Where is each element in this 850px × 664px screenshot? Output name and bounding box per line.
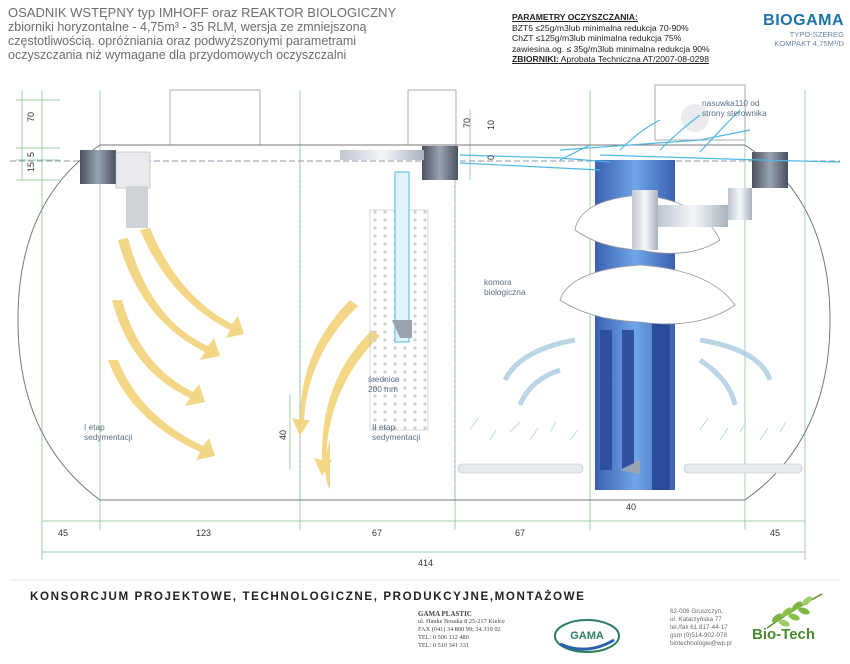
biotech-addr-1: 62-006 Gruszczyn, bbox=[670, 608, 723, 615]
label-komora-b: biologiczna bbox=[484, 287, 526, 297]
params-heading: PARAMETRY OCZYSZCZANIA: bbox=[512, 12, 638, 22]
biotech-logo-text: Bio-Tech bbox=[752, 626, 816, 643]
dim-h40: 40 bbox=[626, 502, 636, 512]
dim-v40: 40 bbox=[278, 430, 288, 440]
aeration-arrows bbox=[502, 337, 773, 407]
brand-sub-1: TYPO-SZEREG bbox=[789, 30, 844, 39]
transfer-connector bbox=[422, 146, 458, 180]
reactor-riser bbox=[632, 190, 658, 250]
dim-h67a: 67 bbox=[372, 528, 382, 538]
dim-h45b: 45 bbox=[770, 528, 780, 538]
dim-v70b: 70 bbox=[462, 118, 472, 128]
label-etap2-b: sedymentacji bbox=[372, 432, 421, 442]
baffle-bottom bbox=[559, 264, 736, 325]
params-block: PARAMETRY OCZYSZCZANIA: BZT5 ≤25g/m3lub … bbox=[512, 12, 742, 65]
pipe-200mm bbox=[394, 171, 410, 343]
dim-v5: 5 bbox=[26, 152, 36, 157]
consortium-banner: KONSORCJUM PROJEKTOWE, TECHNOLOGICZNE, P… bbox=[30, 590, 586, 603]
company-name: GAMA PLASTIC bbox=[418, 610, 472, 618]
transfer-pipe bbox=[340, 150, 424, 160]
label-etap1-b: sedymentacji bbox=[84, 432, 133, 442]
dim-h123: 123 bbox=[196, 528, 211, 538]
params-line-3: zawiesina.og. ≤ 35g/m3lub minimalna redu… bbox=[512, 43, 710, 54]
brand-name: BIOGAMA bbox=[763, 12, 844, 29]
dim-total: 414 bbox=[418, 558, 433, 568]
brand-block: BIOGAMA TYPO-SZEREG KOMPAKT 4,75M³/D bbox=[738, 12, 844, 48]
diffuser-right bbox=[683, 463, 803, 474]
label-srednica-b: 200 mm bbox=[368, 384, 398, 394]
leaf-branch-icon bbox=[766, 593, 823, 629]
sediment-flow-arrows-2 bbox=[292, 300, 380, 490]
bio-inner-pipe-1 bbox=[600, 330, 612, 470]
company-contact: GAMA PLASTIC ul. Hauke Bosaka 8 25-217 K… bbox=[418, 610, 505, 650]
params-line-2: ChZT ≤125g/m3lub minimalna redukcja 75% bbox=[512, 33, 682, 44]
reactor-elbow bbox=[658, 205, 728, 227]
label-etap1-a: I etap bbox=[84, 422, 105, 432]
title-block: OSADNIK WSTĘPNY typ IMHOFF oraz REAKTOR … bbox=[8, 5, 428, 63]
title-line-2: zbiorniki horyzontalne - 4,75m³ - 35 RLM… bbox=[8, 20, 367, 34]
bio-inner-pipe-3 bbox=[652, 300, 670, 490]
air-lines bbox=[459, 109, 841, 171]
bio-inner-pipe-2 bbox=[622, 330, 634, 470]
dim-v70: 70 bbox=[26, 112, 36, 122]
diffuser-left bbox=[457, 463, 584, 474]
biotech-addr-2: ul. Katarzyńska 77 bbox=[670, 616, 722, 623]
dim-v15: 15 bbox=[26, 162, 36, 172]
company-tel-2: TEL: 0 510 341 331 bbox=[418, 642, 470, 649]
tank-outline bbox=[17, 144, 831, 501]
label-nasuwka-a: nasuwka110 od bbox=[702, 98, 760, 108]
label-nasuwka-b: strony sterownika bbox=[702, 108, 767, 118]
bottom-aeration bbox=[469, 417, 787, 441]
biotech-tel: tel./fax 61 817-44-17 bbox=[670, 624, 728, 631]
partitions bbox=[299, 150, 456, 500]
title-line-3: częstotliwością. opróżniania oraz podwyż… bbox=[8, 34, 357, 48]
company-tel-1: TEL: 0 506 112 480 bbox=[418, 634, 469, 641]
dim-h67b: 67 bbox=[515, 528, 525, 538]
company-fax: FAX (041) 34 800 99; 34 319 02 bbox=[418, 626, 501, 633]
inlet-pipe bbox=[115, 151, 151, 189]
pipe-outlet bbox=[392, 320, 412, 338]
svg-text:GAMA: GAMA bbox=[570, 630, 604, 642]
brand-sub-2: KOMPAKT 4,75M³/D bbox=[774, 39, 844, 48]
gama-logo-icon: GAMA bbox=[554, 619, 620, 653]
label-etap2-a: II etap bbox=[372, 422, 395, 432]
biotech-contact: 62-006 Gruszczyn, ul. Katarzyńska 77 tel… bbox=[670, 608, 732, 648]
biotech-gsm: gsm (0)514-902-078 bbox=[670, 632, 728, 639]
params-line-1: BZT5 ≤25g/m3lub minimalna redukcja 70-90… bbox=[512, 22, 689, 33]
params-zbiorniki: ZBIORNIKI: Aprobata Techniczna AT/2007-0… bbox=[512, 54, 709, 65]
dim-v10: 10 bbox=[486, 120, 496, 130]
company-address: ul. Hauke Bosaka 8 25-217 Kielce bbox=[418, 618, 505, 625]
inlet-drop bbox=[126, 186, 148, 228]
title-line-1: OSADNIK WSTĘPNY typ IMHOFF oraz REAKTOR … bbox=[8, 5, 397, 20]
bottom-valve bbox=[620, 460, 640, 474]
label-srednica-a: średnica bbox=[368, 374, 400, 384]
biotech-email: biotechnologie@wp.pl bbox=[670, 640, 732, 647]
outlet-connector bbox=[752, 152, 788, 188]
inlet-connector bbox=[80, 150, 116, 184]
sediment-flow-arrows-1 bbox=[108, 228, 244, 460]
dim-h45a: 45 bbox=[58, 528, 68, 538]
manholes bbox=[169, 84, 746, 146]
dim-v0: 0 bbox=[486, 155, 496, 160]
title-line-4: oczyszczania niż wymagane dla przydomowy… bbox=[8, 48, 347, 62]
label-komora-a: komora bbox=[484, 277, 512, 287]
reactor-outlet-pipe bbox=[728, 188, 752, 220]
